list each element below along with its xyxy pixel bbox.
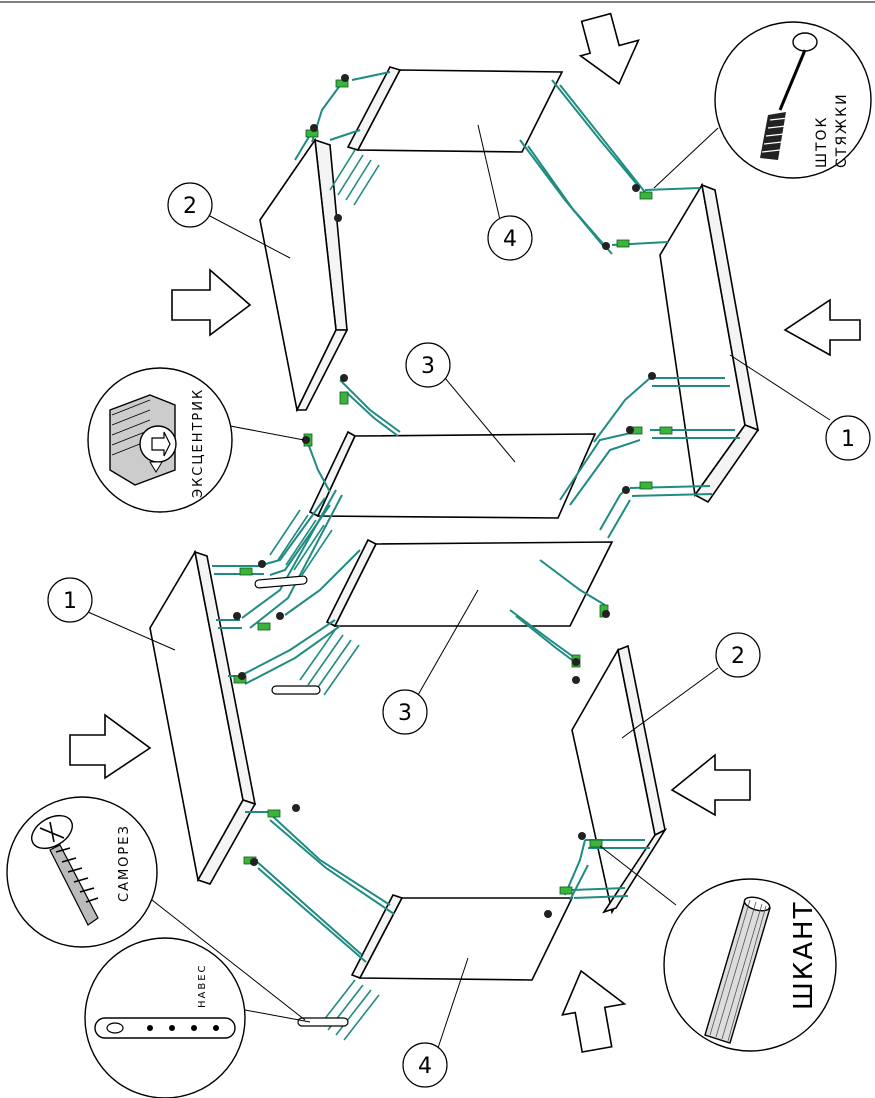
badge-2-top: 2 — [167, 182, 291, 259]
callout-naves: НАВЕС — [84, 937, 311, 1098]
screw-icon — [31, 814, 99, 926]
arrow-right-lower — [670, 753, 751, 817]
callout-samorez-label: САМОРЕЗ — [117, 824, 132, 902]
callout-ekscentrik-label: ЭКСЦЕНТРИК — [191, 388, 206, 498]
badge-2-bottom-label: 2 — [731, 644, 745, 669]
badge-4-lower-label: 4 — [418, 1054, 432, 1079]
badge-4-lower: 4 — [402, 957, 469, 1088]
panel-2-top — [259, 137, 349, 413]
bolts — [233, 74, 656, 918]
badge-2-top-label: 2 — [183, 194, 197, 219]
dowel-icon — [704, 896, 771, 1044]
callout-ekscentrik: ЭКСЦЕНТРИК — [87, 367, 305, 513]
callout-shtok-line2: СТЯЖКИ — [834, 92, 850, 168]
badge-1-left: 1 — [47, 577, 176, 651]
badge-1-right: 1 — [729, 354, 871, 461]
arrow-right-up — [783, 298, 861, 357]
badge-3-upper-label: 3 — [421, 354, 435, 379]
panel-1-right — [659, 182, 760, 504]
badge-3-lower: 3 — [382, 589, 479, 735]
panel-2-bottom — [571, 644, 668, 915]
eccentric-icon — [109, 394, 177, 486]
badge-2-bottom: 2 — [621, 632, 761, 739]
panel-4-lower — [350, 894, 574, 981]
callout-shtok-line1: ШТОК — [814, 116, 830, 168]
callout-samorez: САМОРЕЗ — [6, 796, 306, 1021]
arrow-bottom-up — [561, 969, 627, 1053]
badge-1-left-label: 1 — [63, 589, 77, 614]
callout-naves-label: НАВЕС — [197, 963, 208, 1008]
callout-shkant-label: ШКАНТ — [789, 901, 819, 1010]
badge-4-upper-label: 4 — [503, 227, 517, 252]
badge-1-right-label: 1 — [841, 427, 855, 452]
arrow-left-right-lower — [69, 713, 152, 780]
badge-3-lower-label: 3 — [398, 701, 412, 726]
panel-3-upper — [308, 430, 597, 519]
badge-4-upper: 4 — [477, 124, 533, 261]
hanger-icon — [94, 1017, 236, 1039]
arrow-left-right-upper — [171, 268, 252, 337]
callout-shkant: ШКАНТ — [599, 845, 837, 1052]
dowel-hatch-lines — [269, 149, 380, 1041]
hanger-strips — [254, 575, 349, 1027]
badge-3-upper: 3 — [405, 342, 516, 463]
tie-rod-icon — [760, 32, 818, 160]
panel-4-upper — [346, 66, 564, 153]
panel-1-left — [149, 549, 257, 885]
callout-shtok-styazhki: ШТОК СТЯЖКИ — [653, 21, 872, 189]
arrow-top-down — [578, 12, 640, 86]
